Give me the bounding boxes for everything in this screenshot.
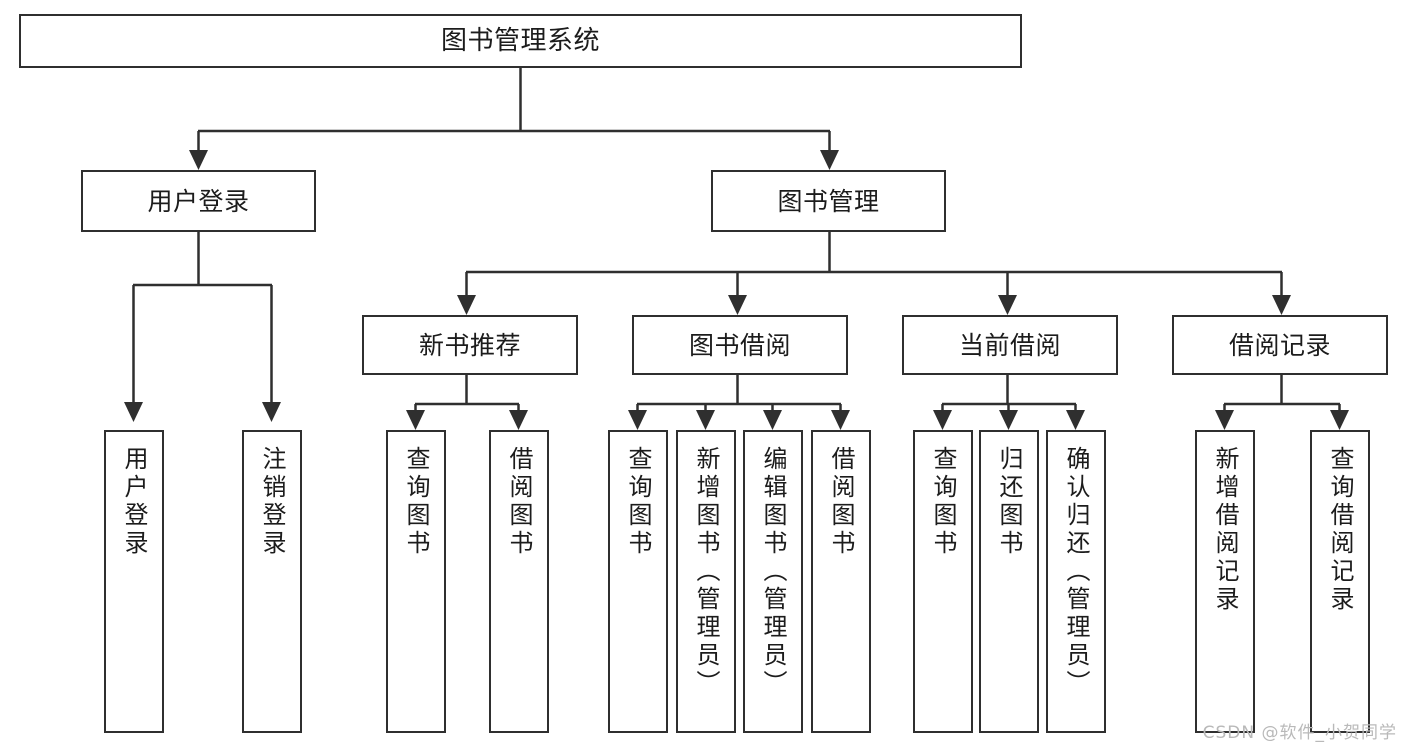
node-leaf-borrow-book-2[interactable]: 借阅图书 <box>811 430 871 733</box>
node-label: 归还图书 <box>995 446 1023 558</box>
node-leaf-confirm-return[interactable]: 确认归还（管理员） <box>1046 430 1106 733</box>
node-label: 编辑图书（管理员） <box>759 446 787 698</box>
node-leaf-query-book-1[interactable]: 查询图书 <box>386 430 446 733</box>
node-current-borrow[interactable]: 当前借阅 <box>902 315 1118 375</box>
node-leaf-query-book-2[interactable]: 查询图书 <box>608 430 668 733</box>
node-label: 用户登录 <box>147 186 250 216</box>
node-user-login[interactable]: 用户登录 <box>81 170 316 232</box>
node-label: 图书管理 <box>777 186 880 216</box>
node-leaf-logout[interactable]: 注销登录 <box>242 430 302 733</box>
node-label: 用户登录 <box>120 446 148 558</box>
node-leaf-query-book-3[interactable]: 查询图书 <box>913 430 973 733</box>
node-label: 新增借阅记录 <box>1211 446 1239 614</box>
node-borrow-record[interactable]: 借阅记录 <box>1172 315 1388 375</box>
node-root-system[interactable]: 图书管理系统 <box>19 14 1022 68</box>
node-leaf-edit-book[interactable]: 编辑图书（管理员） <box>743 430 803 733</box>
node-leaf-query-record[interactable]: 查询借阅记录 <box>1310 430 1370 733</box>
watermark-text: CSDN @软件_小贺同学 <box>1202 723 1397 743</box>
node-leaf-return-book[interactable]: 归还图书 <box>979 430 1039 733</box>
node-book-borrow[interactable]: 图书借阅 <box>632 315 848 375</box>
node-label: 注销登录 <box>258 446 286 558</box>
node-label: 查询图书 <box>624 446 652 558</box>
node-leaf-user-login[interactable]: 用户登录 <box>104 430 164 733</box>
node-label: 查询图书 <box>402 446 430 558</box>
node-label: 查询图书 <box>929 446 957 558</box>
node-new-book-recommend[interactable]: 新书推荐 <box>362 315 578 375</box>
node-label: 图书借阅 <box>688 330 791 360</box>
node-label: 借阅记录 <box>1228 330 1331 360</box>
node-label: 新增图书（管理员） <box>692 446 720 698</box>
node-label: 新书推荐 <box>418 330 521 360</box>
node-label: 借阅图书 <box>505 446 533 558</box>
node-label: 确认归还（管理员） <box>1062 446 1090 698</box>
node-label: 当前借阅 <box>958 330 1061 360</box>
node-leaf-borrow-book-1[interactable]: 借阅图书 <box>489 430 549 733</box>
node-leaf-add-record[interactable]: 新增借阅记录 <box>1195 430 1255 733</box>
node-label: 查询借阅记录 <box>1326 446 1354 614</box>
node-book-management[interactable]: 图书管理 <box>711 170 946 232</box>
node-leaf-add-book[interactable]: 新增图书（管理员） <box>676 430 736 733</box>
node-label: 借阅图书 <box>827 446 855 558</box>
node-label: 图书管理系统 <box>440 25 600 56</box>
